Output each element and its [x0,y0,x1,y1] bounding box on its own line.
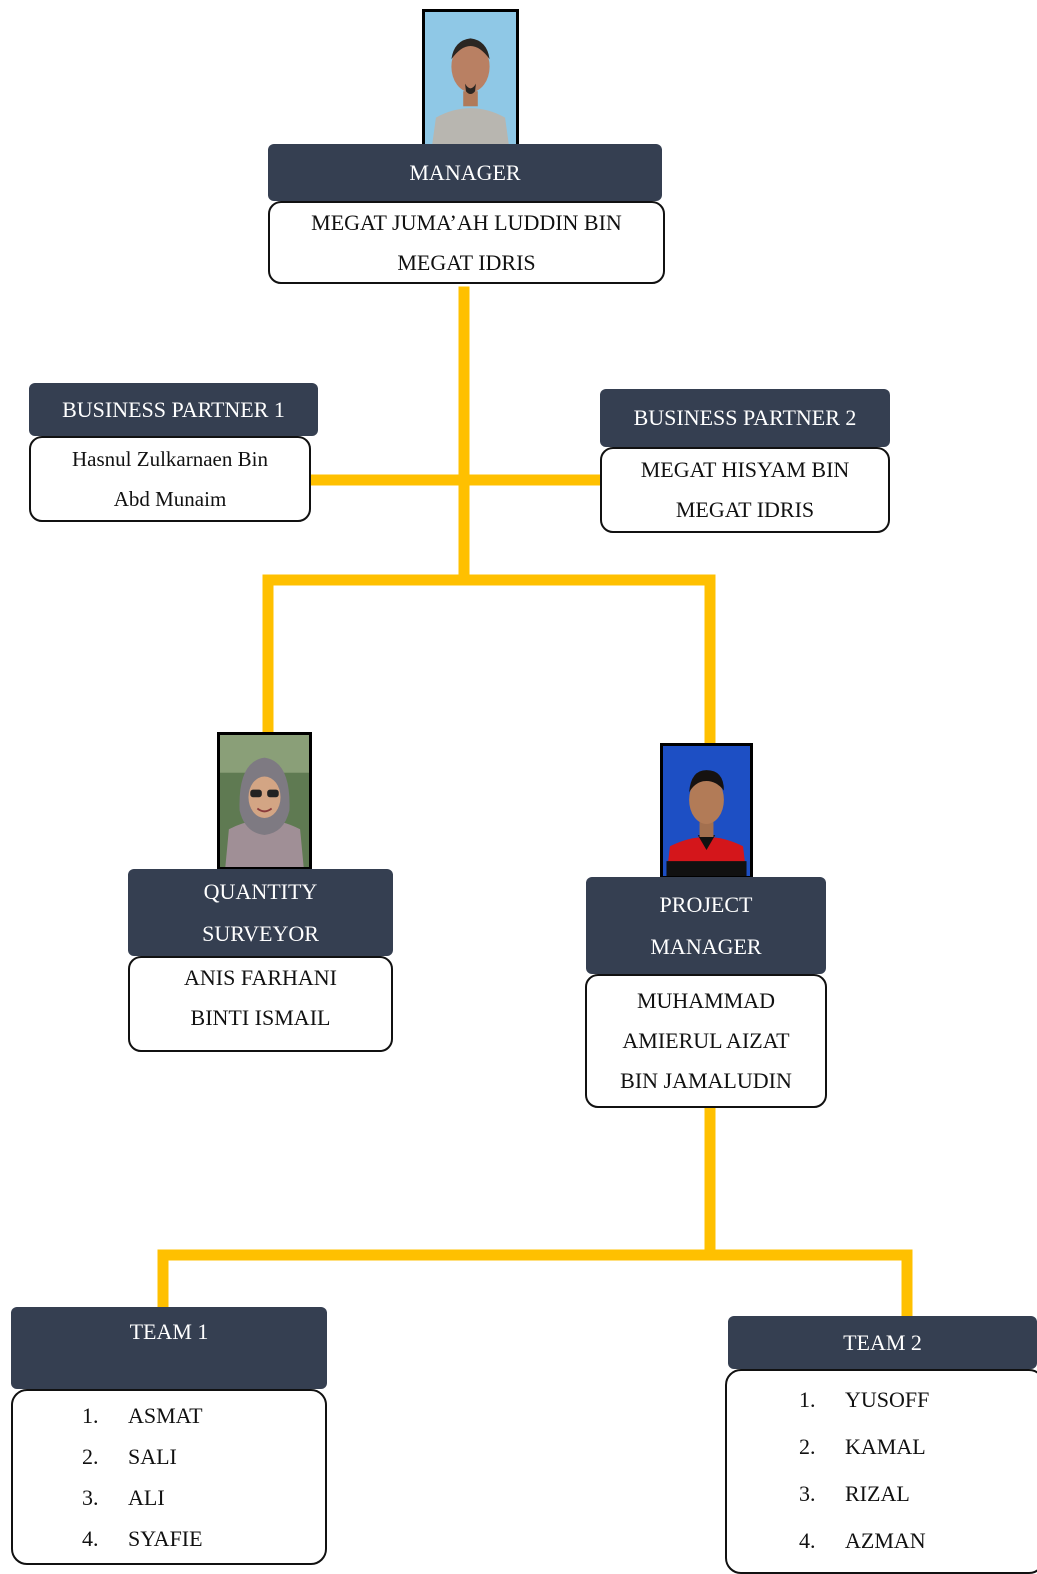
project-manager-title-line-2: MANAGER [650,933,762,959]
team-1-member: 1. ASMAT [82,1395,325,1436]
quantity-surveyor-name-line-1: ANIS FARHANI [184,965,337,990]
list-item-number: 1. [82,1403,99,1428]
list-item-number: 2. [799,1434,816,1459]
business-partner-1-name-box: Hasnul Zulkarnaen Bin Abd Munaim [29,436,311,522]
team-2-title: TEAM 2 [728,1316,1037,1369]
manager-name-box: MEGAT JUMA’AH LUDDIN BIN MEGAT IDRIS [268,201,665,284]
project-manager-name-line-1: MUHAMMAD [636,988,776,1013]
list-item-number: 3. [799,1481,816,1506]
quantity-surveyor-name-line-2: BINTI ISMAIL [190,1005,331,1030]
project-manager-name-line-3: BIN JAMALUDIN [620,1068,792,1093]
member-name: ALI [128,1485,165,1510]
quantity-surveyor-name-box: ANIS FARHANI BINTI ISMAIL [128,956,393,1052]
team-2-title-label: TEAM 2 [843,1329,922,1355]
team-1-member-list: 1. ASMAT 2. SALI 3. ALI 4. SYAFIE [11,1389,327,1565]
team-1-member: 4. SYAFIE [82,1518,325,1559]
team-1-title: TEAM 1 [11,1307,327,1389]
business-partner-2-title: BUSINESS PARTNER 2 [600,389,890,447]
manager-name-line-2: MEGAT IDRIS [397,249,536,275]
business-partner-2-name-line-2: MEGAT IDRIS [675,497,815,522]
member-name: AZMAN [845,1528,926,1553]
business-partner-2-name-box: MEGAT HISYAM BIN MEGAT IDRIS [600,447,890,533]
quantity-surveyor-title: QUANTITY SURVEYOR [128,869,393,956]
team-2-member: 4. AZMAN [799,1517,1037,1564]
business-partner-1-name-line-1: Hasnul Zulkarnaen Bin [72,447,268,471]
member-name: YUSOFF [845,1387,930,1412]
list-item-number: 2. [82,1444,99,1469]
team-2-member: 3. RIZAL [799,1470,1037,1517]
team-1-member: 3. ALI [82,1477,325,1518]
list-item-number: 4. [799,1528,816,1553]
member-name: SALI [128,1444,177,1469]
team-2-member: 1. YUSOFF [799,1376,1037,1423]
project-manager-title: PROJECT MANAGER [586,877,826,974]
business-partner-1-title: BUSINESS PARTNER 1 [29,383,318,436]
list-item-number: 1. [799,1387,816,1412]
manager-photo [422,9,519,147]
manager-title: MANAGER [268,144,662,201]
quantity-surveyor-title-line-2: SURVEYOR [202,920,319,946]
quantity-surveyor-title-line-1: QUANTITY [203,878,318,904]
business-partner-1-name-line-2: Abd Munaim [113,487,227,511]
team-1-title-label: TEAM 1 [129,1319,209,1344]
business-partner-2-name-line-1: MEGAT HISYAM BIN [640,457,850,482]
list-item-number: 3. [82,1485,99,1510]
project-manager-name-box: MUHAMMAD AMIERUL AIZAT BIN JAMALUDIN [585,974,827,1108]
member-name: RIZAL [845,1481,910,1506]
manager-name-line-1: MEGAT JUMA’AH LUDDIN BIN [311,209,622,235]
team-2-member: 2. KAMAL [799,1423,1037,1470]
team-1-member: 2. SALI [82,1436,325,1477]
member-name: KAMAL [845,1434,926,1459]
list-item-number: 4. [82,1526,99,1551]
business-partner-1-title-label: BUSINESS PARTNER 1 [62,396,285,422]
manager-title-label: MANAGER [409,159,521,185]
member-name: SYAFIE [128,1526,203,1551]
member-name: ASMAT [128,1403,203,1428]
project-manager-photo [660,743,753,879]
project-manager-title-line-1: PROJECT [659,891,753,917]
project-manager-name-line-2: AMIERUL AIZAT [622,1028,790,1053]
team-2-member-list: 1. YUSOFF 2. KAMAL 3. RIZAL 4. AZMAN [725,1369,1037,1574]
quantity-surveyor-photo [217,732,312,870]
business-partner-2-title-label: BUSINESS PARTNER 2 [633,405,857,430]
